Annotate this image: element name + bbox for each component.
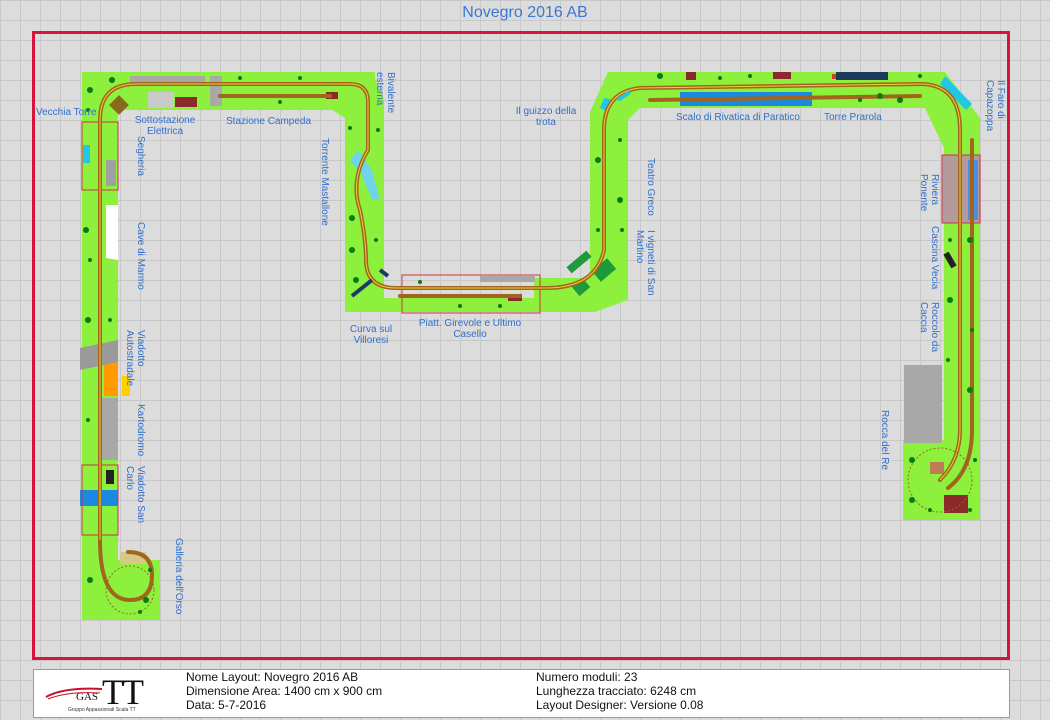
label-bivalente: Bivalente esterna bbox=[374, 72, 396, 114]
grey-areas bbox=[100, 76, 942, 564]
layout-title: Novegro 2016 AB bbox=[462, 4, 588, 21]
area-boundary bbox=[32, 31, 1010, 660]
label-torre-prarola: Torre Prarola bbox=[824, 112, 882, 123]
fields bbox=[566, 250, 617, 297]
label-teatro-greco: Teatro Greco bbox=[645, 158, 656, 216]
kartodromo-area bbox=[104, 362, 118, 396]
water-features bbox=[80, 76, 972, 506]
trees bbox=[83, 73, 977, 614]
label-piatt-girevole: Piatt. Girevole e Ultimo Casello bbox=[418, 318, 522, 340]
module-bases bbox=[82, 72, 980, 620]
label-vecchia-torre: Vecchia Torre bbox=[36, 107, 97, 118]
label-riviera-ponente: Riviera Ponente bbox=[918, 174, 940, 212]
label-cave-marmo: Cave di Marmo bbox=[135, 222, 146, 290]
label-torrente: Torrente Mastallone bbox=[319, 138, 330, 226]
footer-dimensione: Dimensione Area: 1400 cm x 900 cm bbox=[186, 684, 383, 698]
substation-yard bbox=[148, 92, 174, 108]
logo-gas-text: GAS bbox=[76, 691, 99, 703]
lake-dark bbox=[836, 72, 888, 80]
logo-swoosh-icon bbox=[45, 687, 103, 700]
label-curva-villoresi: Curva sul Villoresi bbox=[349, 324, 393, 346]
label-guizzo: Il guizzo della trota bbox=[515, 106, 577, 128]
roads bbox=[350, 90, 632, 298]
footer-data: Data: 5-7-2016 bbox=[186, 698, 267, 712]
segheria-building bbox=[106, 160, 116, 186]
label-segheria: Segheria bbox=[135, 136, 146, 177]
footer-nome-layout: Nome Layout: Novegro 2016 AB bbox=[186, 670, 359, 684]
label-galleria-orso: Galleria dell'Orso bbox=[173, 538, 184, 615]
gas-tt-logo: GAS TT Gruppo Appassionati Scala TT bbox=[42, 672, 172, 715]
label-scalo-rivatica: Scalo di Rivatica di Paratico bbox=[676, 112, 800, 123]
label-sottostazione: Sottostazione Elettrica bbox=[134, 115, 196, 137]
footer-numero-moduli: Numero moduli: 23 bbox=[536, 670, 638, 684]
label-cascina: Cascina Vecia bbox=[929, 226, 940, 290]
logo-tt-text: TT bbox=[102, 672, 144, 712]
logo-subtitle: Gruppo Appassionati Scala TT bbox=[68, 707, 136, 713]
footer-panel: GAS TT Gruppo Appassionati Scala TT Nome… bbox=[33, 669, 1010, 718]
track-rail-highlight bbox=[99, 83, 961, 540]
label-stazione-campeda: Stazione Campeda bbox=[226, 116, 312, 127]
label-roccolo: Roccolo da Caccia bbox=[918, 302, 940, 353]
main-track bbox=[98, 81, 974, 603]
label-viadotto-san-carlo: Viadotto San Carlo bbox=[124, 466, 146, 524]
vecchia-torre-icon bbox=[109, 95, 129, 115]
label-kartodromo: Kartodromo bbox=[135, 404, 146, 457]
label-rocca-re: Rocca del Re bbox=[879, 410, 890, 471]
label-viadotto-autostradale: Viadotto Autostradale bbox=[124, 330, 146, 387]
footer-designer: Layout Designer: Versione 0.08 bbox=[536, 698, 704, 712]
cave-marmo-area bbox=[106, 205, 118, 260]
label-vigneti: I vigneti di San Martino bbox=[634, 230, 656, 296]
footer-lunghezza: Lunghezza tracciato: 6248 cm bbox=[536, 684, 697, 698]
label-faro: Il Faro di Capazoppa bbox=[984, 80, 1006, 132]
